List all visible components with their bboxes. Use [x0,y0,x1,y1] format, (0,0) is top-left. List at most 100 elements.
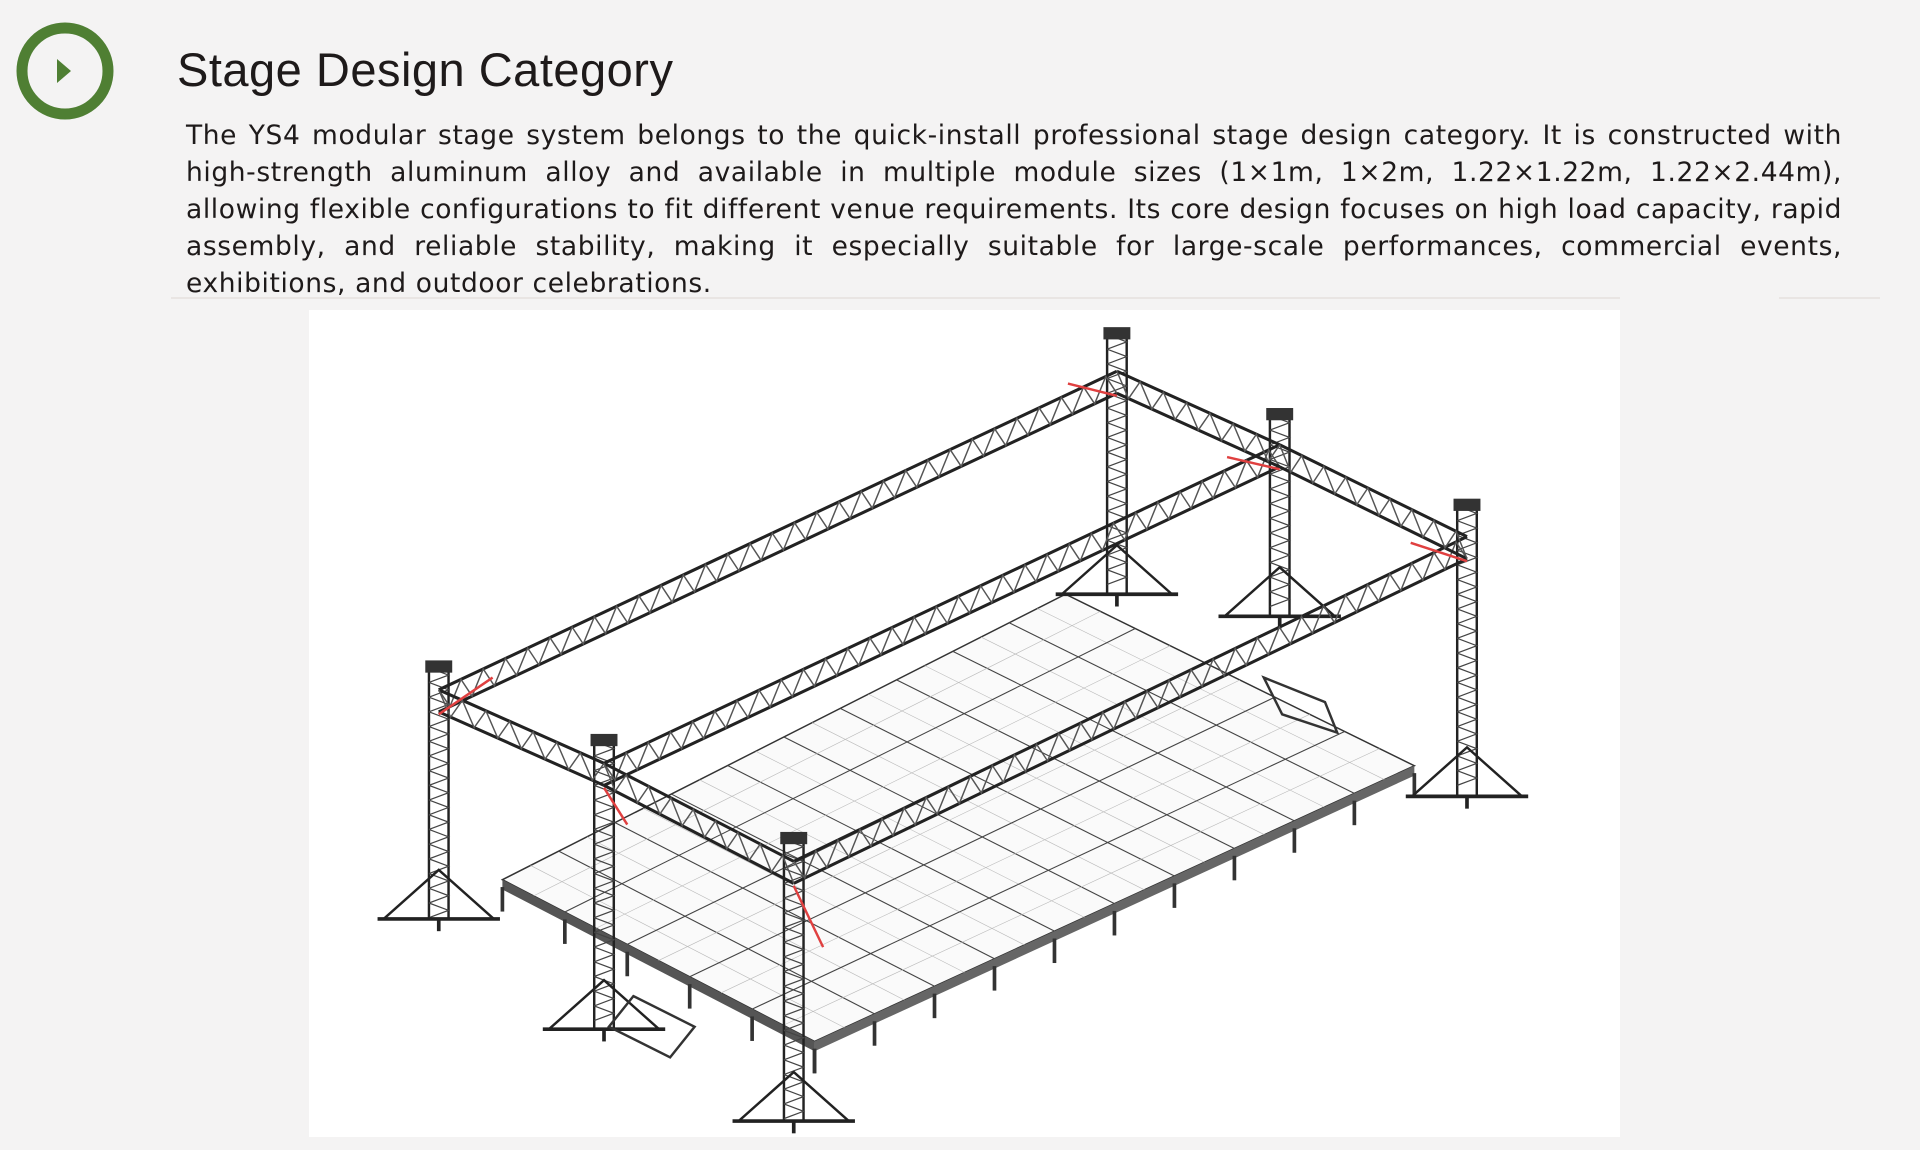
truss-lacing [1106,451,1129,468]
safety-cable [1410,541,1468,563]
truss-lacing [1106,378,1129,394]
truss-lacing [783,985,806,1002]
truss-beam-top [1279,443,1468,539]
truss-lacing [593,961,616,978]
truss-lacing [783,1044,806,1061]
truss-lacing [593,990,616,1007]
truss-lacing [1456,681,1479,698]
truss-lacing [783,1088,806,1105]
outrigger [1411,745,1523,798]
outrigger [1223,565,1336,618]
deck-grid-line [658,679,1241,961]
deck-grid-line [564,628,1136,913]
truss-lacing [783,853,806,870]
truss-lacing [783,1029,806,1046]
deck-grid-line [720,714,1310,994]
truss-lacing [1106,480,1129,497]
truss-lacing [1106,422,1129,438]
truss-lacing [428,770,451,786]
truss-lacing [1269,591,1292,608]
truss-beam-bottom [793,557,1468,885]
section-description: The YS4 modular stage system belongs to … [186,120,1842,299]
truss-lacing [593,784,616,801]
truss-lacing [603,448,1281,782]
truss-lacing [593,887,616,904]
truss-lacing [428,843,451,860]
truss-lacing [428,902,451,919]
truss-lacing [1106,495,1129,512]
play-circle-icon[interactable] [16,22,114,120]
outrigger [737,1070,850,1122]
truss-lacing [428,681,451,698]
divider [1779,297,1880,299]
truss-lacing [1269,503,1292,519]
stair-unit [607,994,697,1059]
column-cap [590,733,618,747]
safety-cable [602,787,629,826]
truss-beam-top [793,535,1468,863]
safety-cable [1067,382,1118,397]
safety-cable [792,885,825,948]
column-cap [1266,408,1294,421]
truss-lacing [1456,520,1479,537]
truss-lacing [438,374,1118,709]
truss-lacing [1269,488,1292,505]
truss-lacing [428,784,451,801]
truss-lacing [783,971,806,987]
truss-lacing [1456,564,1479,581]
truss-beam-bottom [1279,465,1468,561]
truss-lacing [1456,667,1479,684]
truss-lacing [783,1015,806,1031]
truss-lacing [1106,539,1129,556]
truss-lacing [593,843,616,860]
truss-lacing [438,689,605,782]
truss-lacing [593,946,616,963]
truss-lacing [593,828,616,845]
truss-lacing [1456,740,1479,757]
truss-beam-top [603,443,1281,765]
column-cap [1103,327,1131,340]
truss-lacing [783,1103,806,1120]
truss-lacing [593,902,616,919]
truss-lacing [1106,466,1129,483]
truss-lacing [1106,436,1129,453]
truss-lacing [783,956,806,973]
truss-lacing [1456,578,1479,595]
truss-lacing [1456,608,1479,625]
truss-lacing [1269,547,1292,563]
truss-lacing [428,799,451,816]
truss-lacing [1279,444,1468,559]
deck-grid-line [689,696,1276,978]
stage-truss-drawing [377,327,1529,1134]
deck-grid-line [595,645,1171,929]
outrigger [382,868,495,920]
section-title: Stage Design Category [177,43,674,96]
truss-lacing [1456,652,1479,669]
truss-lacing [1106,363,1129,380]
truss-lacing [1106,407,1129,424]
truss-beam-top [603,761,795,863]
outrigger [548,978,660,1031]
truss-lacing [783,882,806,899]
truss-lacing [783,926,806,943]
truss-lacing [1116,370,1281,464]
truss-lacing [783,1000,806,1017]
truss-lacing [1106,554,1129,571]
truss-lacing [1456,711,1479,728]
truss-lacing [1456,593,1479,610]
column-cap [1453,498,1481,511]
stage-deck [500,593,1417,1043]
truss-lacing [593,873,616,889]
stage-truss-image [309,310,1620,1137]
truss-lacing [1456,725,1479,742]
truss-lacing [593,814,616,831]
truss-lacing [1269,517,1292,534]
truss-lacing [428,725,451,742]
truss-lacing [1269,473,1292,490]
truss-lacing [1456,696,1479,713]
truss-lacing [428,711,451,728]
truss-lacing [783,941,806,958]
truss-lacing [428,873,451,889]
truss-lacing [593,931,616,948]
truss-lacing [1456,637,1479,654]
